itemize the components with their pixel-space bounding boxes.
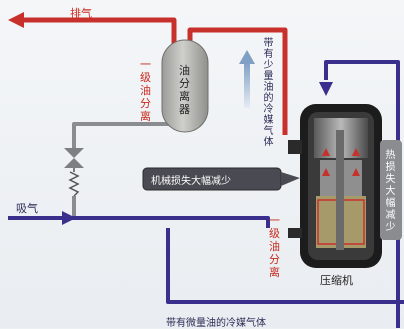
expansion-valve: [64, 148, 84, 218]
exhaust-label: 排气: [70, 7, 92, 20]
primary-separation-left-label: 一级油分离: [140, 58, 151, 123]
exhaust-arrowhead: [8, 12, 24, 28]
heat-loss-label: 热损失大幅减少: [385, 150, 396, 233]
upward-gas-arrow: [239, 50, 255, 108]
oil-separator-label: 油分离器: [179, 64, 190, 116]
bottom-outflow-pipe: [166, 228, 404, 304]
mech-loss-callout: [142, 167, 300, 191]
oil-separator-tank: [161, 39, 209, 133]
heat-loss-callout: [380, 140, 402, 240]
oil-refrigerant-gas-label: 带有少量油的冷媒气体: [263, 38, 274, 148]
suction-pipe: [8, 216, 270, 228]
exhaust-pipe: [22, 17, 177, 52]
oil-return-pipe: [72, 120, 182, 148]
compressor-label: 压缩机: [320, 274, 353, 287]
internal-flow-arrows: [322, 148, 360, 176]
return-arrowhead: [319, 82, 333, 96]
trace-oil-gas-label: 带有微量油的冷媒气体: [166, 318, 266, 329]
suction-arrowhead: [62, 211, 76, 225]
suction-label: 吸气: [16, 202, 38, 215]
compressor-body: [288, 104, 382, 268]
mech-loss-label: 机械损失大幅减少: [151, 176, 231, 187]
primary-separation-bottom-label: 一级油分离: [269, 214, 280, 279]
